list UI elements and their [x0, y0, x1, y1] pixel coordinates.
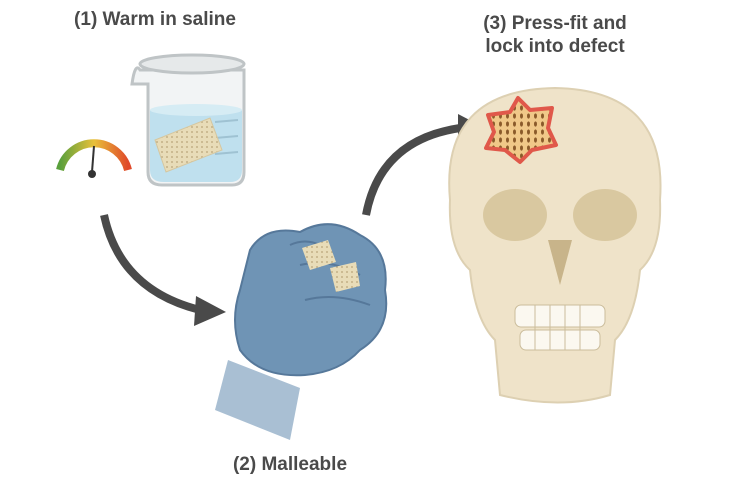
step2-label: (2) Malleable	[232, 454, 348, 475]
bone-implant-icon	[484, 96, 558, 164]
beaker-icon	[130, 53, 246, 187]
temperature-gauge-icon	[56, 139, 132, 178]
step1-label: (1) Warm in saline	[74, 9, 236, 30]
arrow-step1-to-step2	[100, 214, 226, 326]
gloved-hand-icon	[215, 223, 388, 440]
step3-label-line2: lock into defect	[485, 36, 625, 57]
skull-icon	[448, 86, 662, 404]
step3-label-line1: (3) Press-fit and	[483, 13, 627, 34]
